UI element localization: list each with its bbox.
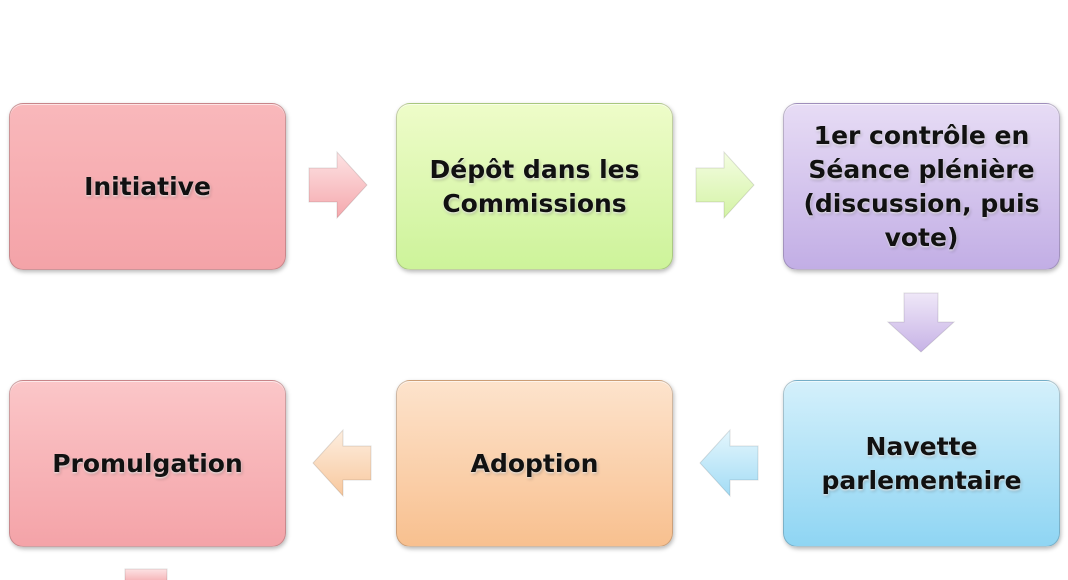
arrow-down-icon: [124, 568, 168, 580]
arrow-navette-to-adoption: [699, 428, 759, 498]
node-promulgation: Promulgation: [9, 380, 286, 547]
node-controle-seance-pleniere-label: 1er contrôle en Séance plénière (discuss…: [803, 120, 1040, 252]
node-initiative: Initiative: [9, 103, 286, 270]
node-navette-parlementaire-label: Navette parlementaire: [821, 431, 1022, 495]
node-depot-commissions: Dépôt dans les Commissions: [396, 103, 673, 270]
arrow-depot-to-controle: [695, 150, 755, 220]
node-navette-parlementaire: Navette parlementaire: [783, 380, 1060, 547]
node-controle-seance-pleniere: 1er contrôle en Séance plénière (discuss…: [783, 103, 1060, 270]
arrow-right-icon: [695, 150, 755, 220]
arrow-right-icon: [308, 150, 368, 220]
arrow-down-icon: [886, 292, 956, 353]
arrow-adoption-to-promulgation: [312, 428, 372, 498]
node-depot-commissions-label: Dépôt dans les Commissions: [429, 154, 640, 218]
node-adoption: Adoption: [396, 380, 673, 547]
arrow-left-icon: [699, 428, 759, 498]
arrow-controle-to-navette: [886, 292, 956, 353]
arrow-left-icon: [312, 428, 372, 498]
node-promulgation-label: Promulgation: [52, 448, 243, 478]
node-initiative-label: Initiative: [84, 171, 211, 201]
node-adoption-label: Adoption: [470, 448, 599, 478]
arrow-initiative-to-depot: [308, 150, 368, 220]
arrow-promulgation-down: [124, 568, 168, 580]
